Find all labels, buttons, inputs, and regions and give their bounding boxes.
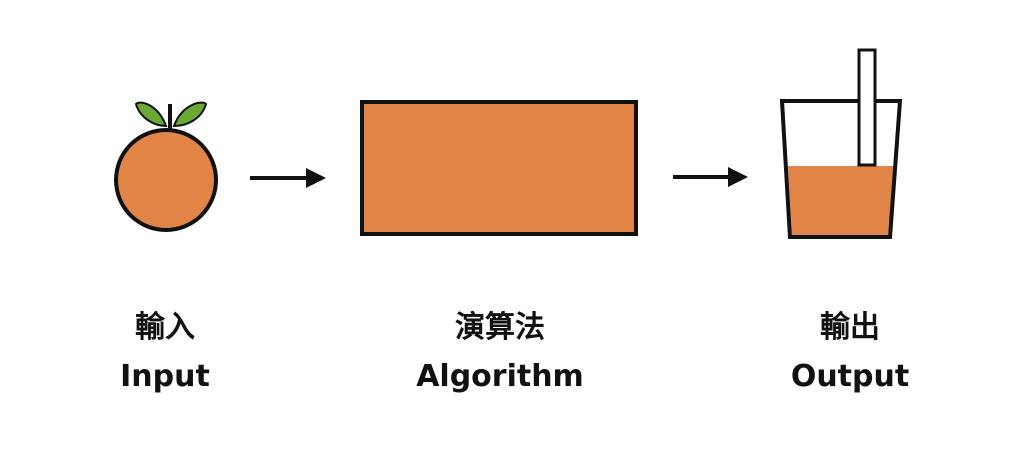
- arrow-icon: [673, 167, 748, 187]
- orange-body: [114, 128, 218, 232]
- step-label-output: 輸出 Output: [760, 313, 940, 392]
- left-leaf: [134, 101, 168, 128]
- right-leaf: [172, 101, 208, 128]
- juice-cup-icon: [779, 48, 903, 239]
- step-label-algorithm: 演算法 Algorithm: [400, 313, 600, 392]
- straw: [857, 48, 877, 167]
- step-label-input: 輸入 Input: [80, 313, 250, 392]
- juice-liquid: [788, 166, 894, 236]
- output-label-en: Output: [790, 359, 910, 394]
- output-label-zh: 輸出: [820, 310, 880, 345]
- algorithm-box: [360, 100, 638, 236]
- input-label-en: Input: [120, 359, 210, 394]
- orange-icon: [114, 101, 218, 232]
- arrow-icon: [250, 168, 326, 188]
- input-label-zh: 輸入: [135, 310, 195, 345]
- algorithm-label-zh: 演算法: [455, 310, 545, 345]
- algorithm-label-en: Algorithm: [416, 359, 584, 394]
